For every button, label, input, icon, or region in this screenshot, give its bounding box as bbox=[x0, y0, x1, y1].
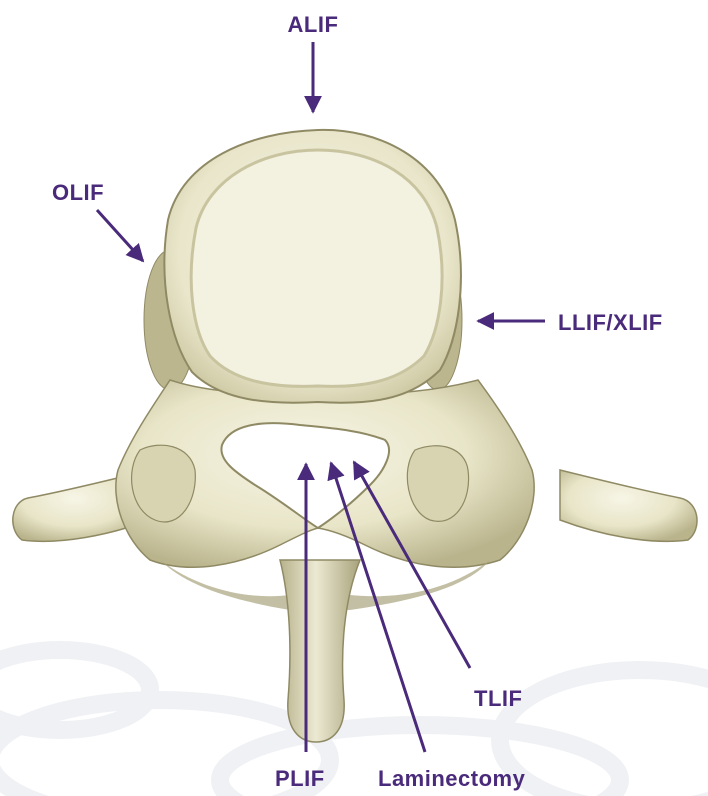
laminectomy-label: Laminectomy bbox=[378, 766, 526, 791]
tlif-label: TLIF bbox=[474, 686, 522, 711]
alif-label: ALIF bbox=[288, 12, 339, 37]
right-transverse-process bbox=[560, 470, 697, 541]
spinous-process bbox=[280, 560, 360, 742]
background-pattern bbox=[0, 650, 708, 796]
olif-arrow bbox=[97, 210, 143, 261]
olif-label: OLIF bbox=[52, 180, 104, 205]
llif-xlif-label: LLIF/XLIF bbox=[558, 310, 663, 335]
plif-label: PLIF bbox=[275, 766, 325, 791]
